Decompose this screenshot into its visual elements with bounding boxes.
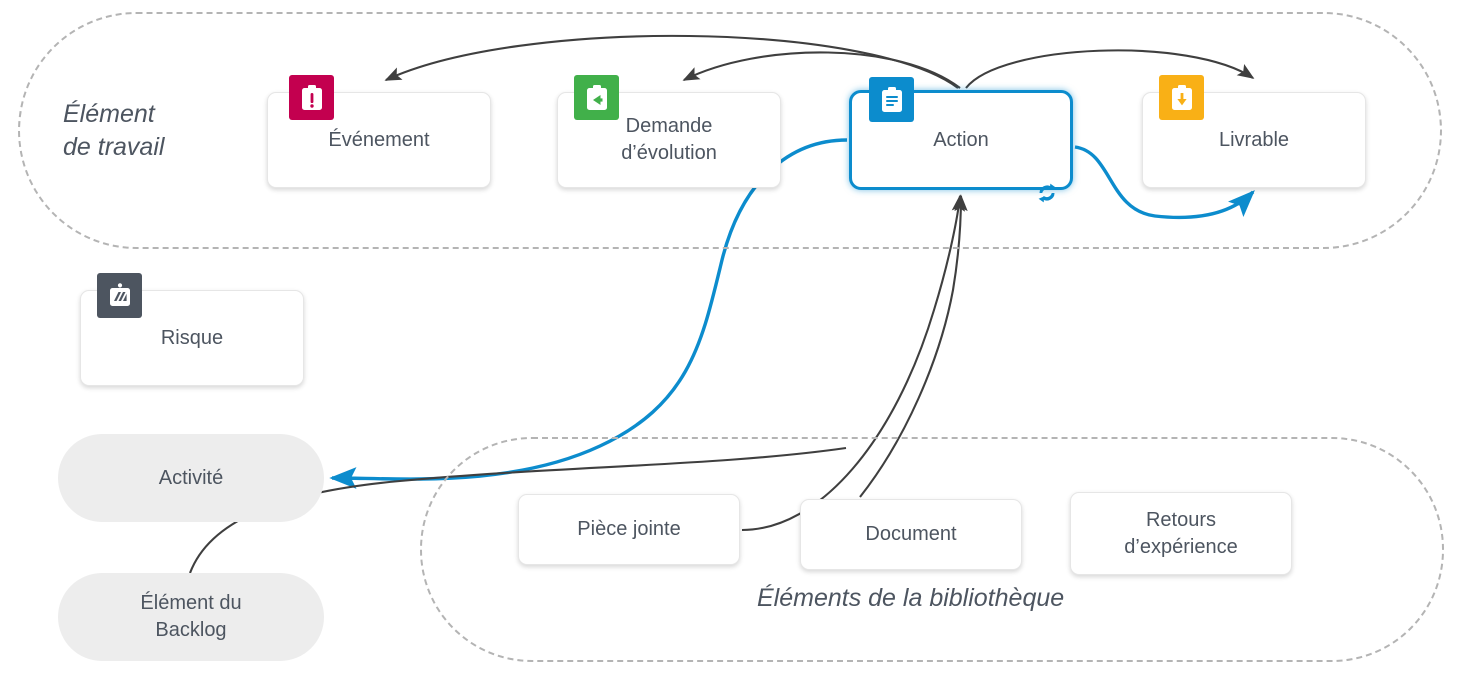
node-demande-evolution-label: Demande d’évolution [621, 115, 717, 164]
group-library-items [420, 437, 1444, 662]
node-activite-label: Activité [158, 466, 224, 489]
node-retours-experience[interactable]: Retours d’expérience [1070, 492, 1292, 575]
node-piece-jointe[interactable]: Pièce jointe [518, 494, 740, 565]
node-document-label: Document [865, 523, 957, 545]
node-risque-label: Risque [160, 326, 224, 349]
clipboard-alert-icon [289, 75, 334, 120]
node-element-du-backlog[interactable]: Élément du Backlog [58, 573, 324, 661]
clipboard-hazard-icon [97, 273, 142, 318]
node-livrable-label: Livrable [1218, 128, 1290, 151]
clipboard-back-arrow-icon [574, 75, 619, 120]
sync-refresh-icon[interactable] [1033, 152, 1061, 203]
node-element-du-backlog-label: Élément du Backlog [140, 592, 242, 641]
group-work-item [18, 12, 1442, 249]
node-action-label: Action [933, 128, 989, 151]
clipboard-download-icon [1159, 75, 1204, 120]
node-evenement-label: Événement [328, 128, 430, 151]
node-retours-experience-label: Retours d’expérience [1124, 508, 1238, 558]
node-document[interactable]: Document [800, 499, 1022, 570]
clipboard-lines-icon [869, 77, 914, 122]
group-work-item-label: Élément de travail [63, 100, 165, 161]
node-piece-jointe-label: Pièce jointe [577, 518, 681, 540]
group-library-items-label: Éléments de la bibliothèque [757, 584, 1065, 612]
node-activite[interactable]: Activité [58, 434, 324, 522]
